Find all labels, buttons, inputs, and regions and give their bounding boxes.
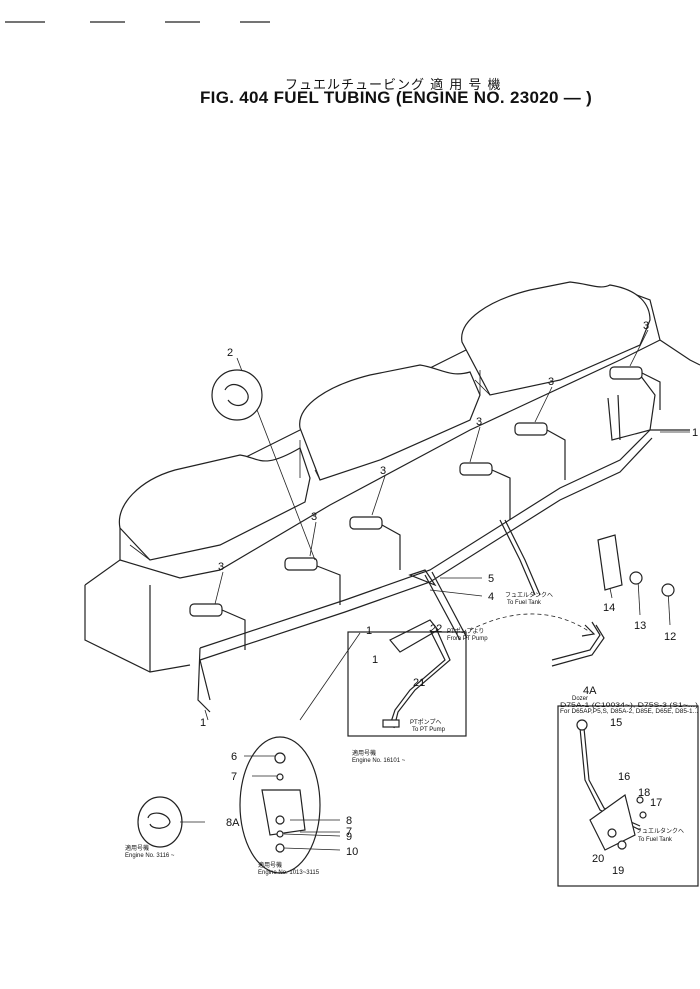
small-notes: フュエルタンクへ To Fuel Tank PTポンプより From PT Pu… <box>125 591 698 876</box>
note-fuel-tank-en: To Fuel Tank <box>507 600 542 606</box>
callout-1a: 1 <box>692 427 698 439</box>
callout-8A: 8A <box>226 817 240 829</box>
injector-connectors <box>189 366 661 650</box>
connector-3f <box>609 366 661 410</box>
callout-3b: 3 <box>311 511 317 523</box>
callout-4: 4 <box>488 591 494 603</box>
note-pt-pump-en: From PT Pump <box>447 636 488 642</box>
inset-tube-15 <box>557 705 699 887</box>
callout-10: 10 <box>346 846 358 858</box>
callout-20: 20 <box>592 853 604 865</box>
tube-4A <box>551 621 605 667</box>
note-engine-3116: Engine No. 3116 ~ <box>125 853 175 859</box>
note-to-pt-pump-en: To PT Pump <box>412 727 446 733</box>
connector-3d <box>459 462 511 520</box>
callout-7b: 8 <box>346 815 352 827</box>
connector-3b <box>284 557 341 605</box>
callout-17: 17 <box>650 797 662 809</box>
callout-22: 22 <box>430 623 442 635</box>
callout-5: 5 <box>488 573 494 585</box>
callout-19: 19 <box>612 865 624 877</box>
callout-18: 18 <box>638 787 650 799</box>
callout-3d: 3 <box>476 416 482 428</box>
figure-title-japanese: フュエルチュービング 適 用 号 機 <box>285 78 502 93</box>
callout-3e: 3 <box>548 376 554 388</box>
callout-3a: 3 <box>218 561 224 573</box>
callout-labels: 2 3 3 3 3 3 3 1 1 1 1 5 4 22 21 14 13 12… <box>200 320 698 877</box>
callout-3f: 3 <box>643 320 649 332</box>
note-pt-pump-jp: PTポンプより <box>447 627 484 635</box>
detail-circle-2 <box>211 369 263 421</box>
inset-tube-21 <box>347 619 467 737</box>
engine-block <box>84 281 700 673</box>
callout-13: 13 <box>634 620 646 632</box>
callout-12: 12 <box>664 631 676 643</box>
callout-3c: 3 <box>380 465 386 477</box>
callout-7a: 7 <box>231 771 237 783</box>
figure-title: FIG. 404 FUEL TUBING (ENGINE NO. 23020 —… <box>200 88 593 107</box>
callout-21: 21 <box>413 677 425 689</box>
note-dozer-a: Dozer <box>572 696 588 702</box>
bracket-assembly <box>597 534 675 597</box>
connector-3c <box>349 516 401 570</box>
callout-16: 16 <box>618 771 630 783</box>
note-to-pt-pump-jp: PTポンプへ <box>410 718 442 726</box>
note-engine-16101-jp: 適用号機 <box>352 749 376 757</box>
callout-9: 9 <box>346 831 352 843</box>
note-dozer-b: D75A-1 (C10034~), D75S-3 (S1~...) <box>560 703 698 709</box>
note-engine-1013: Engine No. 1013~3115 <box>258 870 320 876</box>
callout-8: 7 <box>346 826 352 838</box>
clamp-detail <box>239 736 341 874</box>
callout-1b: 1 <box>200 717 206 729</box>
clamp-8A-detail <box>137 796 183 848</box>
callout-14: 14 <box>603 602 615 614</box>
callout-1c: 1 <box>366 625 372 637</box>
callout-15: 15 <box>610 717 622 729</box>
pump-feed-lines <box>408 519 541 641</box>
callout-4A: 4A <box>583 685 597 697</box>
connector-3e <box>514 422 566 480</box>
note-engine-1013-jp: 適用号機 <box>258 861 282 869</box>
note-fuel-tank-jp: フュエルタンクへ <box>505 591 553 599</box>
fuel-rail <box>197 374 690 713</box>
callout-2: 2 <box>227 347 233 359</box>
connector-3a <box>189 603 246 650</box>
note-dozer-c: For D65AP,P5,S, D85A-2, D85E, D65E, D85-… <box>560 709 698 715</box>
note-engine-3116-jp: 適用号機 <box>125 844 149 852</box>
note-tank-en-2: To Fuel Tank <box>638 837 673 843</box>
callout-1d: 1 <box>372 654 378 666</box>
note-engine-16101: Engine No. 16101 ~ <box>352 758 406 764</box>
note-tank-jp-2: フュエルタンクへ <box>636 827 684 835</box>
callout-6: 6 <box>231 751 237 763</box>
